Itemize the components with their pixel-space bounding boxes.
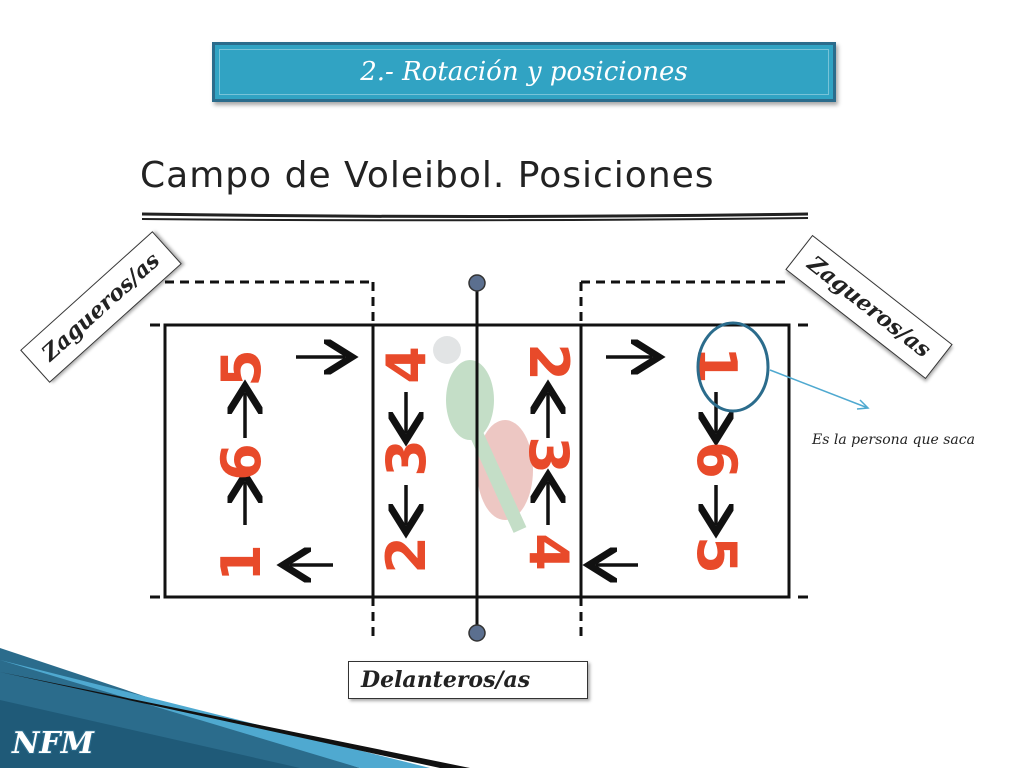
position-number: 5: [685, 536, 748, 574]
position-number: 6: [210, 443, 273, 481]
position-number: 5: [210, 349, 273, 387]
position-number: 2: [517, 343, 580, 381]
position-number: 6: [685, 441, 748, 479]
position-number: 4: [375, 346, 438, 384]
header-banner: 2.- Rotación y posiciones: [212, 42, 836, 102]
footer-logo: NFM: [12, 726, 94, 761]
position-number: 4: [517, 533, 580, 571]
server-note: Es la persona que saca: [812, 432, 975, 448]
server-highlight-circle: [696, 321, 770, 413]
server-pointer-arrow: [769, 369, 869, 409]
net-pole-top: [468, 274, 486, 292]
front-row-label: Delanteros/as: [348, 661, 588, 699]
position-number: 2: [375, 536, 438, 574]
header-title: 2.- Rotación y posiciones: [360, 57, 688, 87]
position-number: 1: [210, 544, 273, 582]
diagram-title: Campo de Voleibol. Posiciones: [140, 155, 715, 196]
position-number: 3: [517, 436, 580, 474]
position-number: 3: [375, 439, 438, 477]
net-pole-bottom: [468, 624, 486, 642]
position-number: 1: [685, 346, 748, 384]
